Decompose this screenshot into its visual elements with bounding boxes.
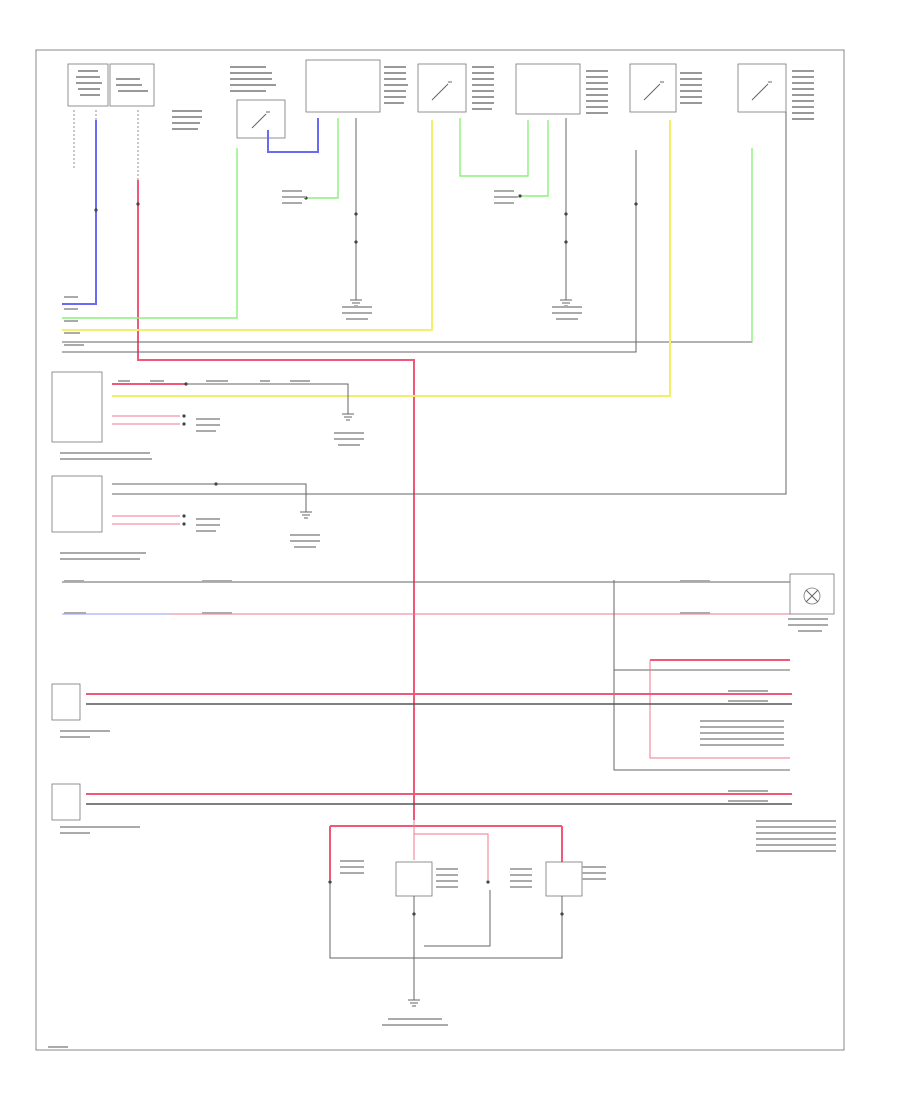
red-cluster-mid-2 — [414, 833, 489, 880]
switch-b-contact — [431, 81, 452, 101]
rear-door-wire-1 — [112, 483, 307, 512]
switch-d-contact — [751, 81, 772, 101]
door-lock-switch-c — [629, 63, 677, 113]
door-lock-switch-b — [417, 63, 467, 113]
green-wire-4 — [520, 120, 549, 197]
gray-wire-2 — [62, 150, 637, 353]
yellow-wire-1 — [62, 120, 433, 331]
cluster-ground-right — [414, 896, 563, 959]
green-wire-3 — [459, 118, 529, 177]
top-components — [67, 59, 787, 139]
right-vertical-return — [613, 580, 790, 771]
ground-symbols-mid — [300, 413, 354, 519]
cluster-ground-mid2 — [424, 890, 491, 947]
switch-c-contact — [643, 81, 664, 101]
door-lock-switch-d — [737, 63, 787, 113]
cluster-ground-left — [329, 880, 414, 959]
yellow-wire-2 — [112, 120, 671, 397]
diagram-border — [35, 49, 845, 1051]
bottom-relay-cluster — [328, 820, 583, 1007]
relay-2 — [545, 861, 583, 897]
minor-labels — [48, 190, 836, 1048]
front-door-module — [51, 371, 103, 443]
top-labels — [76, 66, 814, 130]
front-door-wire-1 — [186, 383, 349, 414]
green-wire-2 — [306, 118, 339, 199]
green-wire-1 — [62, 148, 238, 319]
door-module-front — [51, 371, 349, 443]
door-module-rear — [51, 475, 307, 533]
relay-1 — [395, 861, 433, 897]
door-bars — [51, 683, 792, 821]
red-main-vertical — [137, 180, 415, 820]
switch-a-contact — [251, 111, 270, 129]
wires-top — [62, 110, 787, 820]
actuator-b — [515, 63, 581, 115]
rear-door-red-2 — [112, 515, 180, 525]
front-passenger-door-block — [51, 783, 81, 821]
ground-symbols-top — [350, 299, 572, 307]
rear-door-module — [51, 475, 103, 533]
bottom-ground-symbol — [408, 999, 420, 1007]
blue-wire-left — [62, 120, 97, 305]
actuator-a — [305, 59, 381, 113]
gray-wire-1 — [62, 148, 753, 343]
red-right-vertical — [649, 660, 790, 759]
long-horizontal-lines — [62, 580, 790, 771]
blue-wire-actuator — [267, 118, 319, 153]
lamp-box — [789, 573, 835, 615]
joint-connectors-top — [94, 194, 638, 244]
front-door-red-2 — [112, 415, 180, 425]
gray-right-frame — [112, 112, 787, 495]
front-driver-door-block — [51, 683, 81, 721]
right-lamp-component — [789, 573, 835, 615]
